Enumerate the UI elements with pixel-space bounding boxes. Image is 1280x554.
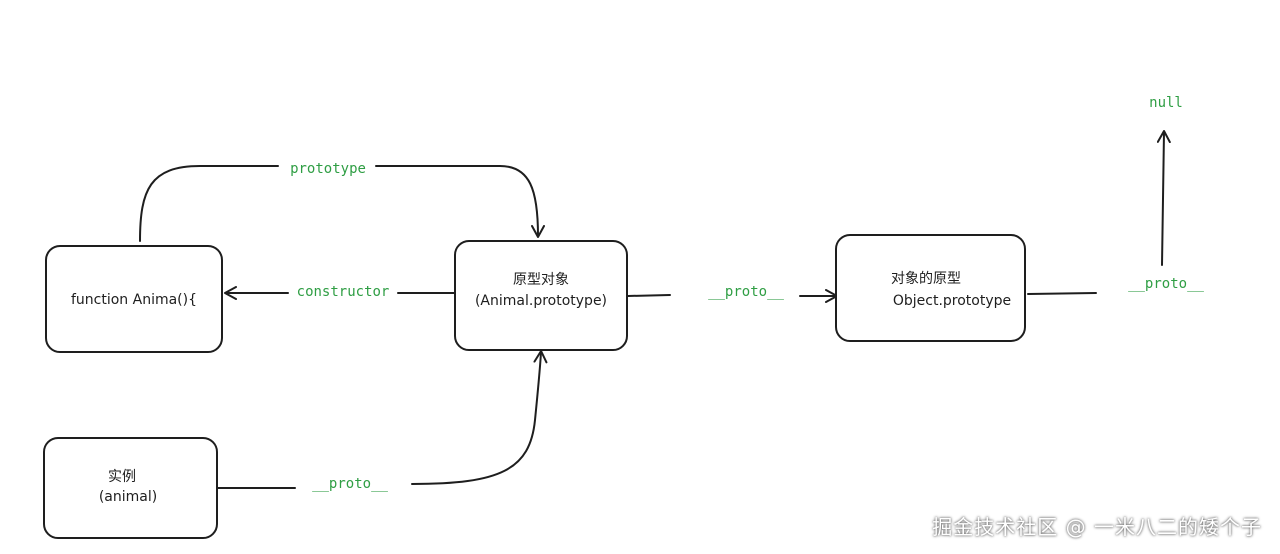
edge-proto-object: __proto__	[1027, 130, 1205, 295]
node-instance: 实例 (animal)	[43, 437, 218, 539]
node-instance-subtitle: (animal)	[99, 489, 157, 505]
node-null-label: null	[1149, 95, 1183, 111]
edge-proto-prototype: __proto__	[627, 284, 838, 303]
node-function: function Anima(){	[45, 245, 223, 353]
node-prototype-object-subtitle: (Animal.prototype)	[475, 293, 607, 309]
edge-proto-instance: __proto__	[217, 350, 548, 492]
node-prototype-object: 原型对象 (Animal.prototype)	[454, 240, 628, 351]
edge-label-prototype: prototype	[290, 161, 366, 177]
node-object-prototype: 对象的原型 Object.prototype	[835, 234, 1026, 342]
edge-label-constructor: constructor	[297, 284, 390, 300]
node-function-label: function Anima(){	[71, 292, 197, 308]
edge-prototype: prototype	[139, 161, 545, 242]
edge-label-proto-instance: __proto__	[312, 476, 388, 492]
node-instance-title: 实例	[108, 469, 136, 485]
node-object-prototype-title: 对象的原型	[891, 271, 961, 287]
edge-label-proto-object: __proto__	[1128, 276, 1204, 292]
edge-constructor: constructor	[224, 284, 456, 300]
node-object-prototype-subtitle: Object.prototype	[893, 293, 1011, 309]
edge-label-proto-prototype: __proto__	[708, 284, 784, 300]
watermark-text: 掘金技术社区 @ 一米八二的矮个子	[932, 515, 1262, 539]
node-prototype-object-title: 原型对象	[513, 272, 569, 288]
